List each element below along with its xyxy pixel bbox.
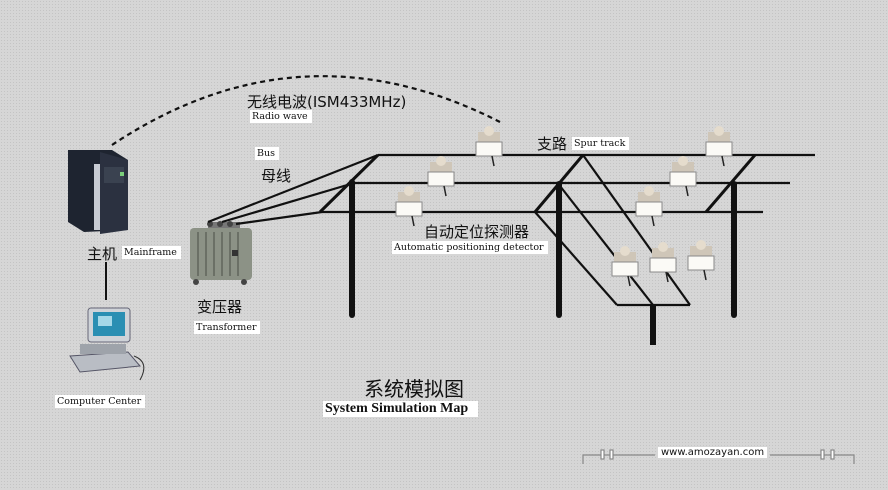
diagram-title-en: System Simulation Map (323, 401, 479, 417)
detector-label-en: Automatic positioning detector (392, 241, 548, 254)
detectors (395, 126, 733, 287)
spur-label-en: Spur track (572, 137, 630, 150)
footer-url: www.amozayan.com (658, 447, 768, 458)
utility-poles (349, 179, 737, 345)
bus-label-en: Bus (255, 147, 279, 160)
radio-wave-label-cn: 无线电波(ISM433MHz) (247, 93, 407, 111)
mainframe-label-cn: 主机 (87, 245, 118, 263)
radio-wave-label-en: Radio wave (250, 110, 312, 123)
detector-icon (649, 242, 677, 283)
bus-label-cn: 母线 (261, 167, 292, 185)
detector-icon (635, 186, 663, 227)
spur-label-cn: 支路 (537, 135, 568, 153)
transformer-label-en: Transformer (194, 321, 261, 334)
footer: www.amozayan.com (582, 446, 854, 464)
mainframe-icon (68, 150, 128, 234)
transformer-label-cn: 变压器 (197, 298, 243, 316)
radio-wave-arc (111, 75, 501, 146)
computer-center-label: Computer Center (55, 395, 146, 408)
detector-icon (427, 156, 455, 197)
detector-icon (395, 186, 423, 227)
detector-icon (475, 126, 503, 167)
footer-decoration (582, 449, 855, 464)
detector-icon (669, 156, 697, 197)
detector-icon (611, 246, 639, 287)
transformer-icon (190, 221, 252, 285)
power-wires (322, 153, 815, 307)
detector-icon (687, 240, 715, 281)
bus-lines (207, 153, 379, 226)
detector-label-cn: 自动定位探测器 (424, 223, 530, 241)
computer-center-icon (69, 307, 145, 381)
mainframe-label-en: Mainframe (122, 246, 181, 259)
diagram-title-cn: 系统模拟图 (364, 377, 464, 401)
detector-icon (705, 126, 733, 167)
